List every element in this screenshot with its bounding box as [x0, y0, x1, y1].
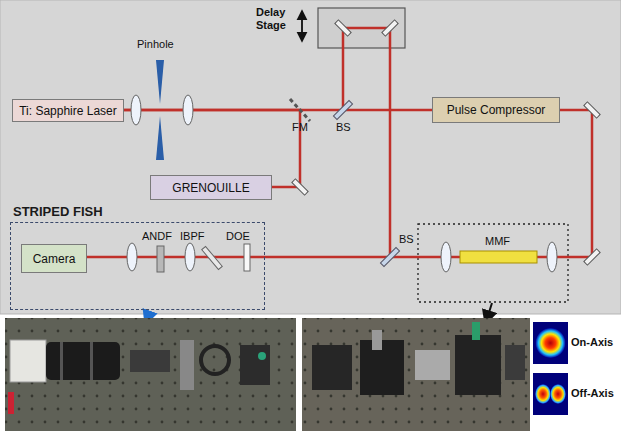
- part-label: BS: [399, 233, 414, 246]
- beam-splitter: [380, 247, 399, 266]
- mirror: [584, 102, 600, 118]
- group-heading: STRIPED FISH: [13, 204, 103, 219]
- photo-striped-fish: [5, 318, 296, 431]
- photo-mount: [240, 345, 270, 385]
- photo-table: [5, 318, 296, 431]
- lens: [547, 242, 557, 272]
- lens: [441, 242, 451, 272]
- stage-label: Delay Stage: [256, 6, 296, 32]
- photo-block: [415, 350, 450, 380]
- beam-splitter: [333, 100, 352, 119]
- reference-beam: [343, 28, 390, 257]
- photo-post: [180, 340, 194, 390]
- mirror: [382, 20, 398, 36]
- lens: [131, 95, 141, 125]
- off-axis-lobe: [535, 384, 551, 404]
- off-axis-lobe: [550, 384, 566, 404]
- photo-stage: [455, 335, 501, 395]
- photo-lens-ring: [90, 342, 93, 380]
- photo-stage: [312, 345, 352, 390]
- box-label: Ti: Sapphire Laser: [19, 104, 117, 118]
- mmf-enclosure: [418, 224, 568, 302]
- mirror: [292, 179, 308, 195]
- box-label: Pulse Compressor: [447, 103, 546, 117]
- photo-camera: [10, 340, 46, 382]
- photo-knob: [258, 352, 266, 360]
- photo-fiber-holder: [472, 322, 480, 340]
- lens: [185, 243, 195, 271]
- photo-lens-ring: [60, 342, 63, 380]
- laser-box: Ti: Sapphire Laser: [12, 99, 124, 122]
- flip-mirror: [290, 99, 310, 121]
- off-axis-mode: [533, 373, 568, 415]
- part-label: BS: [336, 121, 351, 134]
- part-label: Pinhole: [137, 38, 174, 51]
- photo-ring: [201, 346, 229, 374]
- grenouille-box: GRENOUILLE: [150, 175, 272, 200]
- lens: [127, 243, 137, 271]
- photo-mount: [130, 350, 170, 372]
- compressor-box: Pulse Compressor: [432, 97, 560, 123]
- mirror: [335, 20, 351, 36]
- part-label: ANDF: [142, 230, 172, 243]
- andf-filter: [157, 246, 164, 272]
- photo-lens: [46, 342, 120, 380]
- photo-mmf: [302, 318, 530, 431]
- pinhole: [156, 60, 164, 104]
- camera-box: Camera: [21, 244, 87, 273]
- photo-mount: [505, 345, 525, 380]
- mode-label: On-Axis: [571, 336, 613, 349]
- photo-table: [302, 318, 530, 431]
- optics-panel: [0, 0, 621, 314]
- lens: [183, 95, 193, 125]
- doe-plate: [244, 244, 250, 271]
- laser-beam: [87, 110, 592, 257]
- ibpf-filter: [202, 246, 223, 269]
- on-axis-spot: [536, 328, 566, 358]
- mirror: [584, 249, 600, 265]
- photo-mark: [8, 392, 14, 414]
- multimode-fiber: [460, 251, 537, 263]
- on-axis-mode: [533, 322, 568, 364]
- mode-label: Off-Axis: [571, 387, 614, 400]
- box-label: GRENOUILLE: [172, 181, 249, 195]
- photo-post: [372, 330, 382, 350]
- part-label: IBPF: [180, 230, 204, 243]
- part-label: DOE: [226, 230, 250, 243]
- pinhole: [156, 116, 164, 160]
- part-label: FM: [292, 121, 308, 134]
- box-label: Camera: [33, 252, 76, 266]
- part-label: MMF: [485, 235, 510, 248]
- stage-arrow: [301, 14, 302, 40]
